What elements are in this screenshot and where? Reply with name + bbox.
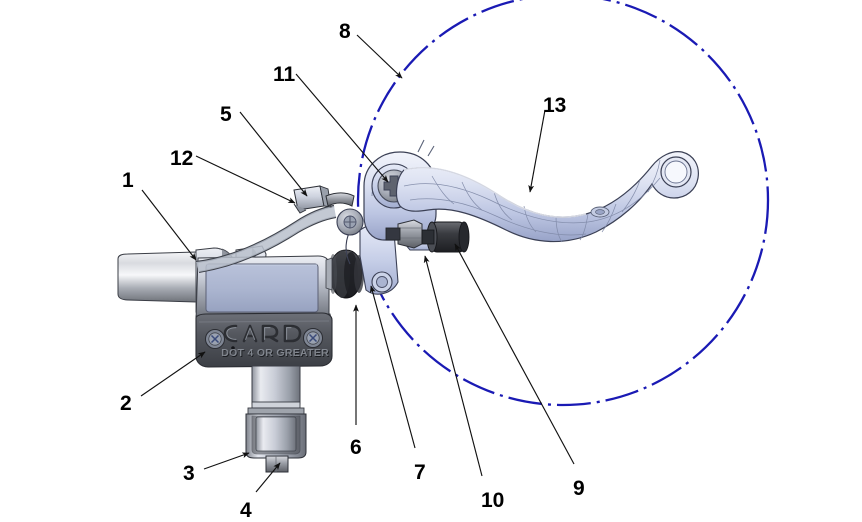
fluid-spec-text: DOT 4 OR GREATER (222, 348, 330, 360)
brake-lever (395, 151, 699, 243)
leader-line-10 (423, 255, 483, 477)
callout-1: 1 (122, 169, 134, 192)
reservoir-cap: DOT 4 OR GREATER DOT 4 OR GREATER (195, 312, 333, 368)
callout-10: 10 (481, 489, 505, 512)
cap-screw-left (205, 329, 225, 349)
cap-vent-dot (231, 346, 235, 350)
leader-line-9 (454, 243, 575, 465)
callout-2: 2 (120, 392, 132, 415)
callout-11: 11 (273, 63, 296, 86)
reach-adjuster-barrel (421, 221, 470, 253)
callout-7: 7 (414, 461, 426, 484)
leader-line-13 (528, 109, 546, 193)
leader-line-11 (295, 73, 389, 183)
leader-line-3 (203, 452, 250, 470)
fluid-spec-highlight: DOT 4 OR GREATER (221, 347, 329, 359)
reservoir-sight-window (205, 263, 319, 313)
leader-line-2 (140, 351, 206, 397)
callout-6: 6 (350, 436, 362, 459)
callout-5: 5 (220, 103, 232, 126)
banjo-bolt (325, 192, 355, 207)
leader-line-5 (239, 111, 308, 197)
cap-brand-highlight (226, 327, 292, 340)
callout-4: 4 (240, 499, 252, 522)
callout-12: 12 (170, 147, 194, 170)
cap-screw-right (303, 328, 323, 348)
leader-line-7 (369, 285, 416, 449)
leader-line-4 (255, 462, 281, 493)
adjuster-lock-nut (385, 219, 423, 249)
lever-sweep-arc (356, 0, 770, 407)
leader-line-12 (195, 155, 296, 204)
bleed-nipple (265, 455, 289, 473)
lower-cylinder-assembly (245, 365, 307, 473)
leader-lines (140, 34, 575, 493)
callout-3: 3 (183, 462, 195, 485)
callout-13: 13 (543, 94, 567, 117)
callout-9: 9 (573, 477, 585, 500)
leader-line-8 (356, 34, 403, 79)
cap-brand-embossing (223, 324, 302, 343)
leader-line-1 (141, 189, 197, 261)
rubber-boot (325, 249, 364, 299)
callout-8: 8 (339, 20, 351, 43)
hose-bracket (195, 204, 337, 273)
